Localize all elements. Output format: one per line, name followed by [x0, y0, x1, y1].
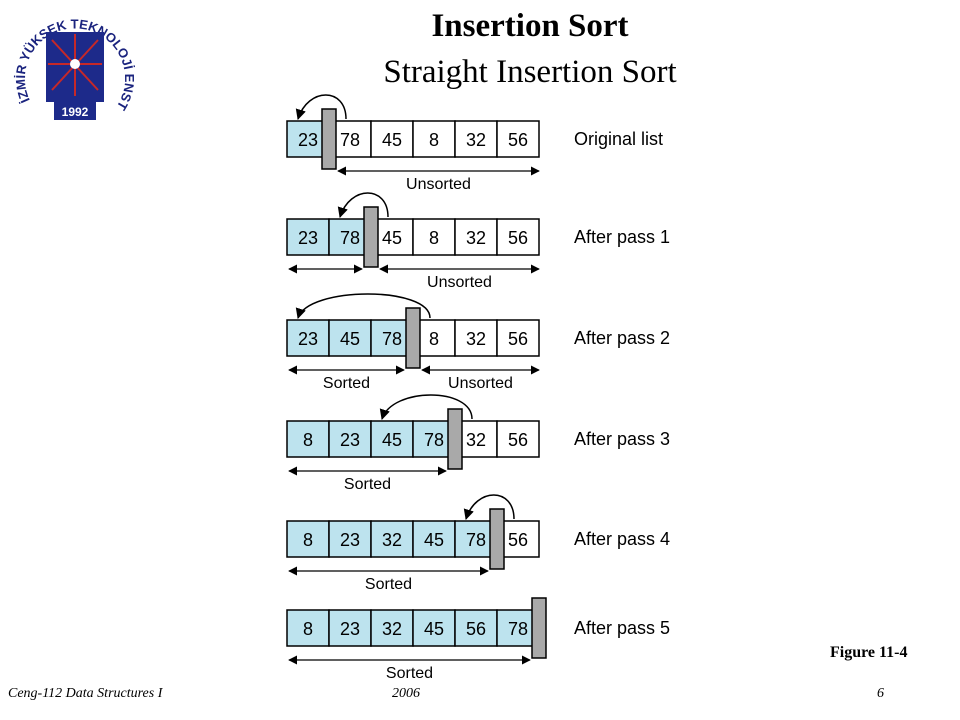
logo-emblem: 1992 — [46, 32, 104, 120]
sorted-label: Sorted — [386, 665, 433, 682]
row-label: After pass 1 — [574, 227, 670, 247]
cell-value: 78 — [340, 228, 360, 248]
pass-row: 23 78 45 8 32 56 After pass 1 Unsorted — [286, 192, 670, 291]
list-cell — [454, 120, 498, 158]
unsorted-label: Unsorted — [406, 176, 471, 193]
insertion-arrow — [337, 192, 389, 219]
cell-value: 8 — [429, 329, 439, 349]
footer-page-number: 6 — [877, 686, 884, 701]
wall-marker — [405, 307, 421, 369]
row-label: Original list — [574, 129, 663, 149]
cell-value: 8 — [429, 130, 439, 150]
unsorted-label: Unsorted — [427, 274, 492, 291]
cell-value: 78 — [508, 619, 528, 639]
cell-value: 56 — [508, 430, 528, 450]
list-cell — [370, 609, 414, 647]
cell-value: 23 — [298, 228, 318, 248]
cell-value: 78 — [382, 329, 402, 349]
institute-logo: İZMİR YÜKSEK TEKNOLOJİ ENSTİTÜSÜ 1992 — [10, 4, 137, 120]
cell-value: 23 — [340, 619, 360, 639]
sorted-label: Sorted — [344, 476, 391, 493]
wall-marker — [489, 508, 505, 570]
cell-value: 23 — [340, 530, 360, 550]
cell-value: 23 — [298, 130, 318, 150]
slide-title: Insertion Sort — [431, 8, 629, 44]
insertion-arrow — [379, 394, 473, 421]
slide-subtitle: Straight Insertion Sort — [383, 54, 677, 90]
insertion-arrow — [295, 293, 431, 320]
cell-value: 45 — [382, 130, 402, 150]
footer-year: 2006 — [392, 686, 420, 701]
cell-value: 56 — [508, 530, 528, 550]
pass-row: 8 23 45 78 32 56 After pass 3 Sorted — [286, 394, 670, 493]
sorted-label: Sorted — [365, 576, 412, 593]
unsorted-label: Unsorted — [448, 375, 513, 392]
footer-course: Ceng-112 Data Structures I — [8, 686, 163, 701]
list-cell — [496, 420, 540, 458]
list-cell — [286, 218, 330, 256]
list-cell — [328, 319, 372, 357]
pass-row: 8 23 32 45 56 78 After pass 5 Sorted — [286, 597, 670, 682]
list-cell — [328, 520, 372, 558]
cell-value: 8 — [303, 619, 313, 639]
cell-value: 8 — [303, 430, 313, 450]
cell-value: 45 — [382, 228, 402, 248]
wall-marker — [531, 597, 547, 659]
list-cell — [286, 319, 330, 357]
cell-value: 45 — [424, 530, 444, 550]
cell-value: 32 — [382, 619, 402, 639]
row-label: After pass 3 — [574, 429, 670, 449]
list-cell — [496, 218, 540, 256]
cell-value: 56 — [508, 130, 528, 150]
row-label: After pass 5 — [574, 618, 670, 638]
list-cell — [286, 609, 330, 647]
pass-row: 23 45 78 8 32 56 After pass 2 Sorted Unsorted — [286, 293, 670, 392]
insertion-arrow — [463, 494, 515, 521]
list-cell — [412, 520, 456, 558]
cell-value: 23 — [340, 430, 360, 450]
cell-value: 32 — [466, 130, 486, 150]
pass-row: 8 23 32 45 78 56 After pass 4 Sorted — [286, 494, 670, 593]
cell-value: 78 — [340, 130, 360, 150]
list-cell — [412, 120, 456, 158]
insertion-arrow — [295, 94, 347, 121]
row-label: After pass 4 — [574, 529, 670, 549]
cell-value: 23 — [298, 329, 318, 349]
list-cell — [412, 609, 456, 647]
cell-value: 56 — [466, 619, 486, 639]
list-cell — [286, 420, 330, 458]
list-cell — [496, 120, 540, 158]
list-cell — [328, 420, 372, 458]
sorted-label: Sorted — [323, 375, 370, 392]
cell-value: 45 — [340, 329, 360, 349]
row-label: After pass 2 — [574, 328, 670, 348]
wall-marker — [363, 206, 379, 268]
cell-value: 78 — [424, 430, 444, 450]
cell-value: 78 — [466, 530, 486, 550]
cell-value: 32 — [466, 430, 486, 450]
cell-value: 45 — [382, 430, 402, 450]
cell-value: 8 — [429, 228, 439, 248]
cell-value: 32 — [382, 530, 402, 550]
wall-marker — [447, 408, 463, 470]
wall-marker — [321, 108, 337, 170]
list-cell — [370, 120, 414, 158]
cell-value: 32 — [466, 228, 486, 248]
list-cell — [496, 319, 540, 357]
list-cell — [454, 218, 498, 256]
cell-value: 32 — [466, 329, 486, 349]
list-cell — [454, 319, 498, 357]
cell-value: 45 — [424, 619, 444, 639]
cell-value: 8 — [303, 530, 313, 550]
cell-value: 56 — [508, 228, 528, 248]
cell-value: 56 — [508, 329, 528, 349]
svg-text:1992: 1992 — [62, 105, 89, 119]
figure-label: Figure 11-4 — [830, 644, 908, 661]
